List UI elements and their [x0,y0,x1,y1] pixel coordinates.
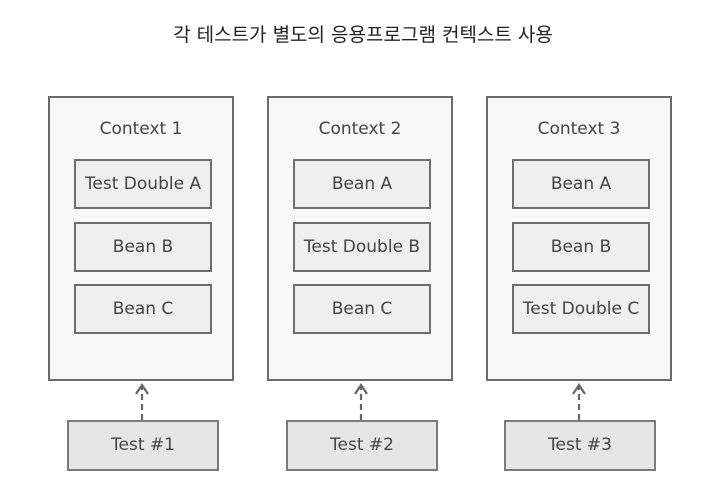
bean-box: Test Double B [293,222,431,272]
bean-box: Bean A [512,159,650,209]
dashed-arrow-2 [354,383,368,420]
context-box-1: Context 1 Test Double A Bean B Bean C [48,96,234,381]
context-label: Context 2 [318,119,402,139]
context-box-2: Context 2 Bean A Test Double B Bean C [267,96,453,381]
dashed-arrow-1 [135,383,149,420]
bean-box: Bean C [293,284,431,334]
test-box-3: Test #3 [504,420,656,471]
bean-box: Bean A [293,159,431,209]
context-label: Context 3 [537,119,621,139]
diagram-title: 각 테스트가 별도의 응용프로그램 컨텍스트 사용 [173,24,553,46]
test-box-2: Test #2 [286,420,438,471]
context-label: Context 1 [99,119,183,139]
bean-box: Bean B [512,222,650,272]
dashed-arrow-3 [572,383,586,420]
context-box-3: Context 3 Bean A Bean B Test Double C [486,96,672,381]
bean-box: Test Double A [74,159,212,209]
bean-box: Test Double C [512,284,650,334]
bean-box: Bean B [74,222,212,272]
bean-box: Bean C [74,284,212,334]
test-box-1: Test #1 [67,420,219,471]
